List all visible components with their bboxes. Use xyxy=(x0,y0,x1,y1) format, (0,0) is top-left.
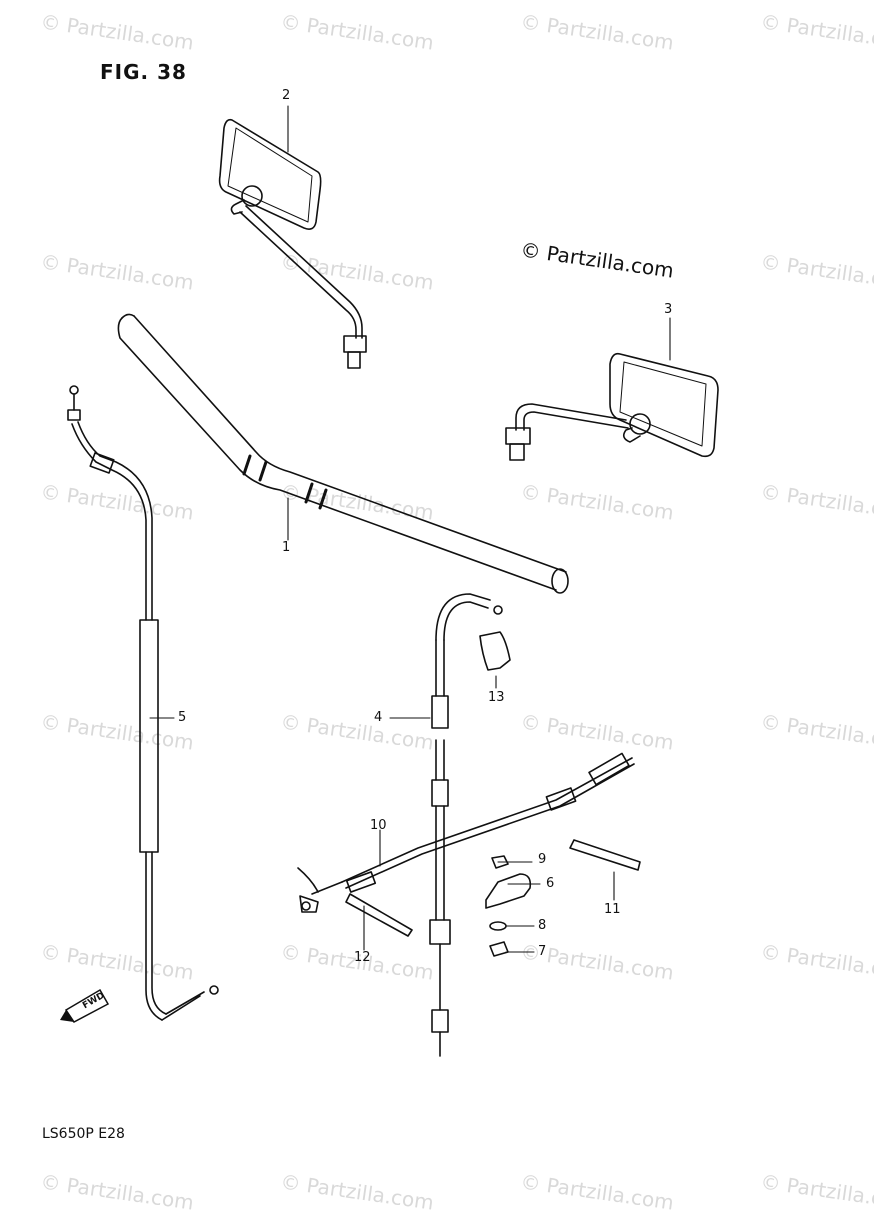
fwd-arrow-icon xyxy=(60,988,110,1023)
bolt xyxy=(489,941,509,957)
mirror-right xyxy=(505,352,719,461)
cable-clamp xyxy=(485,873,532,909)
leader-lines xyxy=(149,105,671,953)
bracket xyxy=(569,839,641,871)
throttle-cable-center xyxy=(429,593,503,1057)
callout-11: 11 xyxy=(604,902,621,917)
cable-boot xyxy=(479,631,511,671)
callout-12: 12 xyxy=(354,950,371,965)
callout-13: 13 xyxy=(488,690,505,705)
throttle-cable-left xyxy=(67,385,219,1021)
callout-2: 2 xyxy=(282,88,291,103)
callout-4: 4 xyxy=(374,710,383,725)
model-code: LS650P E28 xyxy=(42,1126,125,1142)
mirror-left xyxy=(218,118,367,369)
callout-8: 8 xyxy=(538,918,547,933)
figure-title: FIG. 38 xyxy=(100,60,187,84)
callout-9: 9 xyxy=(538,852,547,867)
washer xyxy=(489,921,507,931)
callout-1: 1 xyxy=(282,540,291,555)
handlebar xyxy=(117,313,569,594)
callout-10: 10 xyxy=(370,818,387,833)
callout-6: 6 xyxy=(546,876,555,891)
callout-5: 5 xyxy=(178,710,187,725)
callout-3: 3 xyxy=(664,302,673,317)
diagonal-cable xyxy=(297,752,635,913)
callout-7: 7 xyxy=(538,944,547,959)
cable-strap xyxy=(345,893,413,937)
nut xyxy=(491,855,509,869)
